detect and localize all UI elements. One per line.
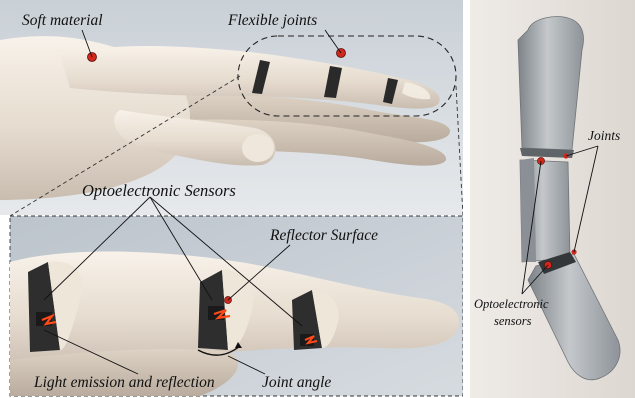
joints-label: Joints bbox=[588, 128, 620, 143]
exoskeleton-panel: Joints Optoelectronic sensors bbox=[470, 0, 635, 398]
light-emission-label: Light emission and reflection bbox=[33, 374, 215, 391]
exo-sensors-label-line1: Optoelectronic bbox=[474, 297, 549, 311]
joint-angle-label: Joint angle bbox=[262, 374, 331, 391]
flexible-joints-label: Flexible joints bbox=[227, 12, 317, 29]
exo-sensors-label-line2: sensors bbox=[494, 314, 532, 328]
exo-segment-middle bbox=[520, 158, 570, 262]
exo-segment-top bbox=[518, 17, 583, 159]
optoelectronic-sensors-label: Optoelectronic Sensors bbox=[82, 181, 236, 200]
reflector-surface-label: Reflector Surface bbox=[269, 227, 378, 244]
soft-material-label: Soft material bbox=[22, 12, 103, 29]
